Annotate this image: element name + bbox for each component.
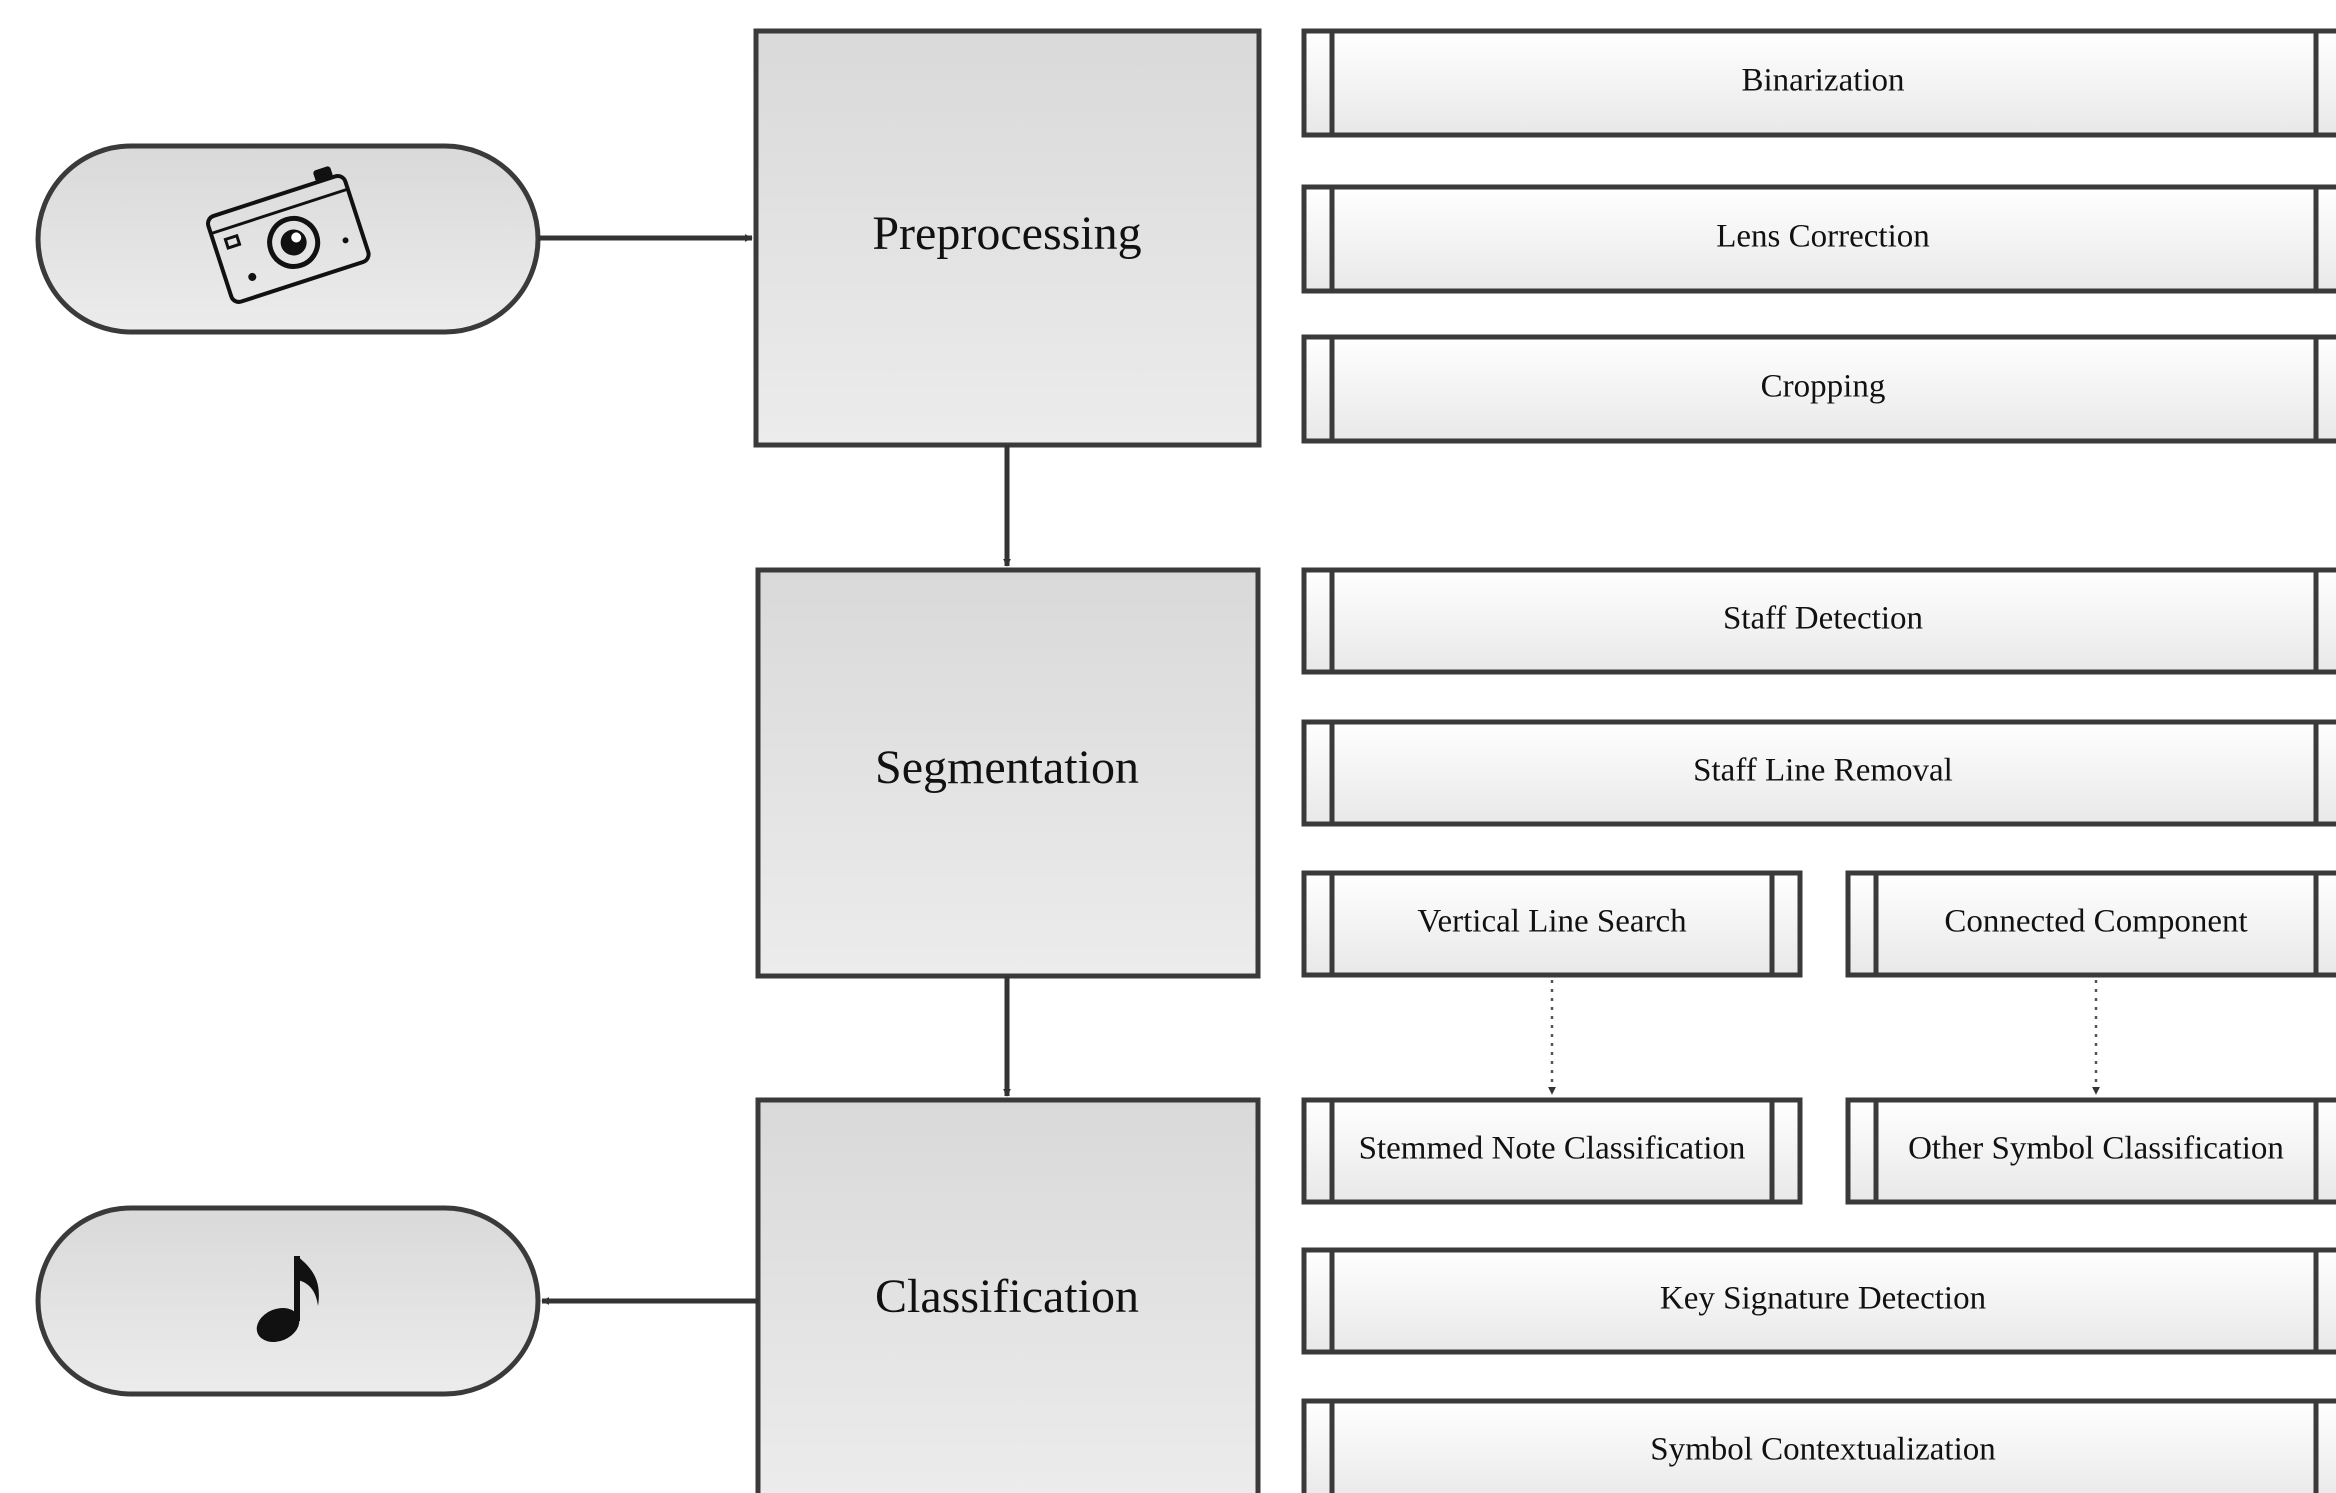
step-connected-component: Connected Component bbox=[1845, 870, 2336, 978]
stage-classification-label: Classification bbox=[875, 1270, 1139, 1323]
step-binarization: Binarization bbox=[1301, 28, 2336, 138]
step-cropping-label: Cropping bbox=[1761, 369, 1886, 405]
step-symbol-contextualization: Symbol Contextualization bbox=[1301, 1398, 2336, 1493]
step-symbol-contextualization-label: Symbol Contextualization bbox=[1650, 1432, 1996, 1468]
camera-icon bbox=[206, 166, 371, 304]
step-other-symbol-classification: Other Symbol Classification bbox=[1845, 1097, 2336, 1205]
step-cropping: Cropping bbox=[1301, 334, 2336, 444]
stage-preprocessing: Preprocessing bbox=[753, 28, 1262, 448]
step-vertical-line-search: Vertical Line Search bbox=[1301, 870, 1803, 978]
step-stemmed-note-classification-label: Stemmed Note Classification bbox=[1359, 1131, 1746, 1167]
step-lens-correction-label: Lens Correction bbox=[1716, 219, 1930, 255]
music-note-icon bbox=[256, 1256, 319, 1342]
step-staff-detection-label: Staff Detection bbox=[1723, 601, 1923, 637]
step-key-signature-detection: Key Signature Detection bbox=[1301, 1247, 2336, 1355]
step-stemmed-note-classification: Stemmed Note Classification bbox=[1301, 1097, 1803, 1205]
stage-preprocessing-label: Preprocessing bbox=[872, 207, 1141, 260]
step-connected-component-label: Connected Component bbox=[1944, 904, 2247, 940]
step-other-symbol-classification-label: Other Symbol Classification bbox=[1908, 1131, 2284, 1167]
step-binarization-label: Binarization bbox=[1741, 63, 1904, 99]
step-staff-line-removal: Staff Line Removal bbox=[1301, 719, 2336, 827]
step-staff-detection: Staff Detection bbox=[1301, 567, 2336, 675]
stage-segmentation: Segmentation bbox=[755, 567, 1261, 979]
output-terminal bbox=[35, 1205, 541, 1397]
dotted-connectors bbox=[1548, 980, 2100, 1095]
stage-classification: Classification bbox=[755, 1097, 1261, 1493]
step-vertical-line-search-label: Vertical Line Search bbox=[1417, 904, 1687, 940]
step-lens-correction: Lens Correction bbox=[1301, 184, 2336, 294]
step-key-signature-detection-label: Key Signature Detection bbox=[1660, 1281, 1986, 1317]
input-terminal bbox=[35, 143, 541, 335]
stage-segmentation-label: Segmentation bbox=[875, 741, 1139, 794]
connectors bbox=[538, 234, 1011, 1305]
step-staff-line-removal-label: Staff Line Removal bbox=[1693, 753, 1953, 789]
